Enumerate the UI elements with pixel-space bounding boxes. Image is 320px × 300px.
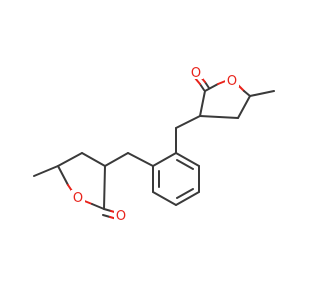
atom-label-bg (225, 73, 239, 87)
atom-label-upper-carbonyl-oxygen: O (191, 66, 201, 81)
bond (81, 152, 106, 167)
bond (152, 152, 177, 167)
atom-label-lower-ring-oxygen: O (73, 191, 83, 206)
atom-label-bg (114, 208, 128, 222)
lower-lactone-ring (33, 152, 119, 220)
methylene-bond-lower (127, 152, 154, 167)
methylene-bond-lower (104, 152, 129, 167)
bond (243, 90, 251, 97)
aromatic-inner-bond (176, 188, 194, 199)
carbonyl-bond (102, 214, 111, 218)
carbonyl-bond (204, 81, 210, 89)
bond (152, 191, 177, 206)
aromatic-inner-bond (176, 159, 194, 170)
atom-label-bg (71, 190, 85, 204)
carbonyl-bond (103, 208, 112, 212)
bond (91, 203, 105, 210)
atom-label-lower-carbonyl-oxygen: O (116, 209, 126, 224)
bond (204, 83, 219, 92)
bond (57, 152, 83, 167)
bond (175, 152, 200, 167)
molecule-structure-diagram: O O O O (33, 65, 275, 224)
bond (57, 165, 69, 186)
methyl-bond (33, 165, 59, 177)
bond (103, 165, 106, 210)
carbonyl-bond (199, 83, 205, 91)
benzene-ring (152, 152, 200, 206)
methylene-bond-upper (175, 115, 201, 129)
bond (199, 115, 239, 119)
atom-label-bg (189, 65, 203, 79)
methyl-bond (249, 90, 275, 97)
bond (199, 90, 206, 117)
bond (237, 95, 251, 119)
atom-label-upper-ring-oxygen: O (227, 74, 237, 89)
bond (175, 191, 200, 206)
